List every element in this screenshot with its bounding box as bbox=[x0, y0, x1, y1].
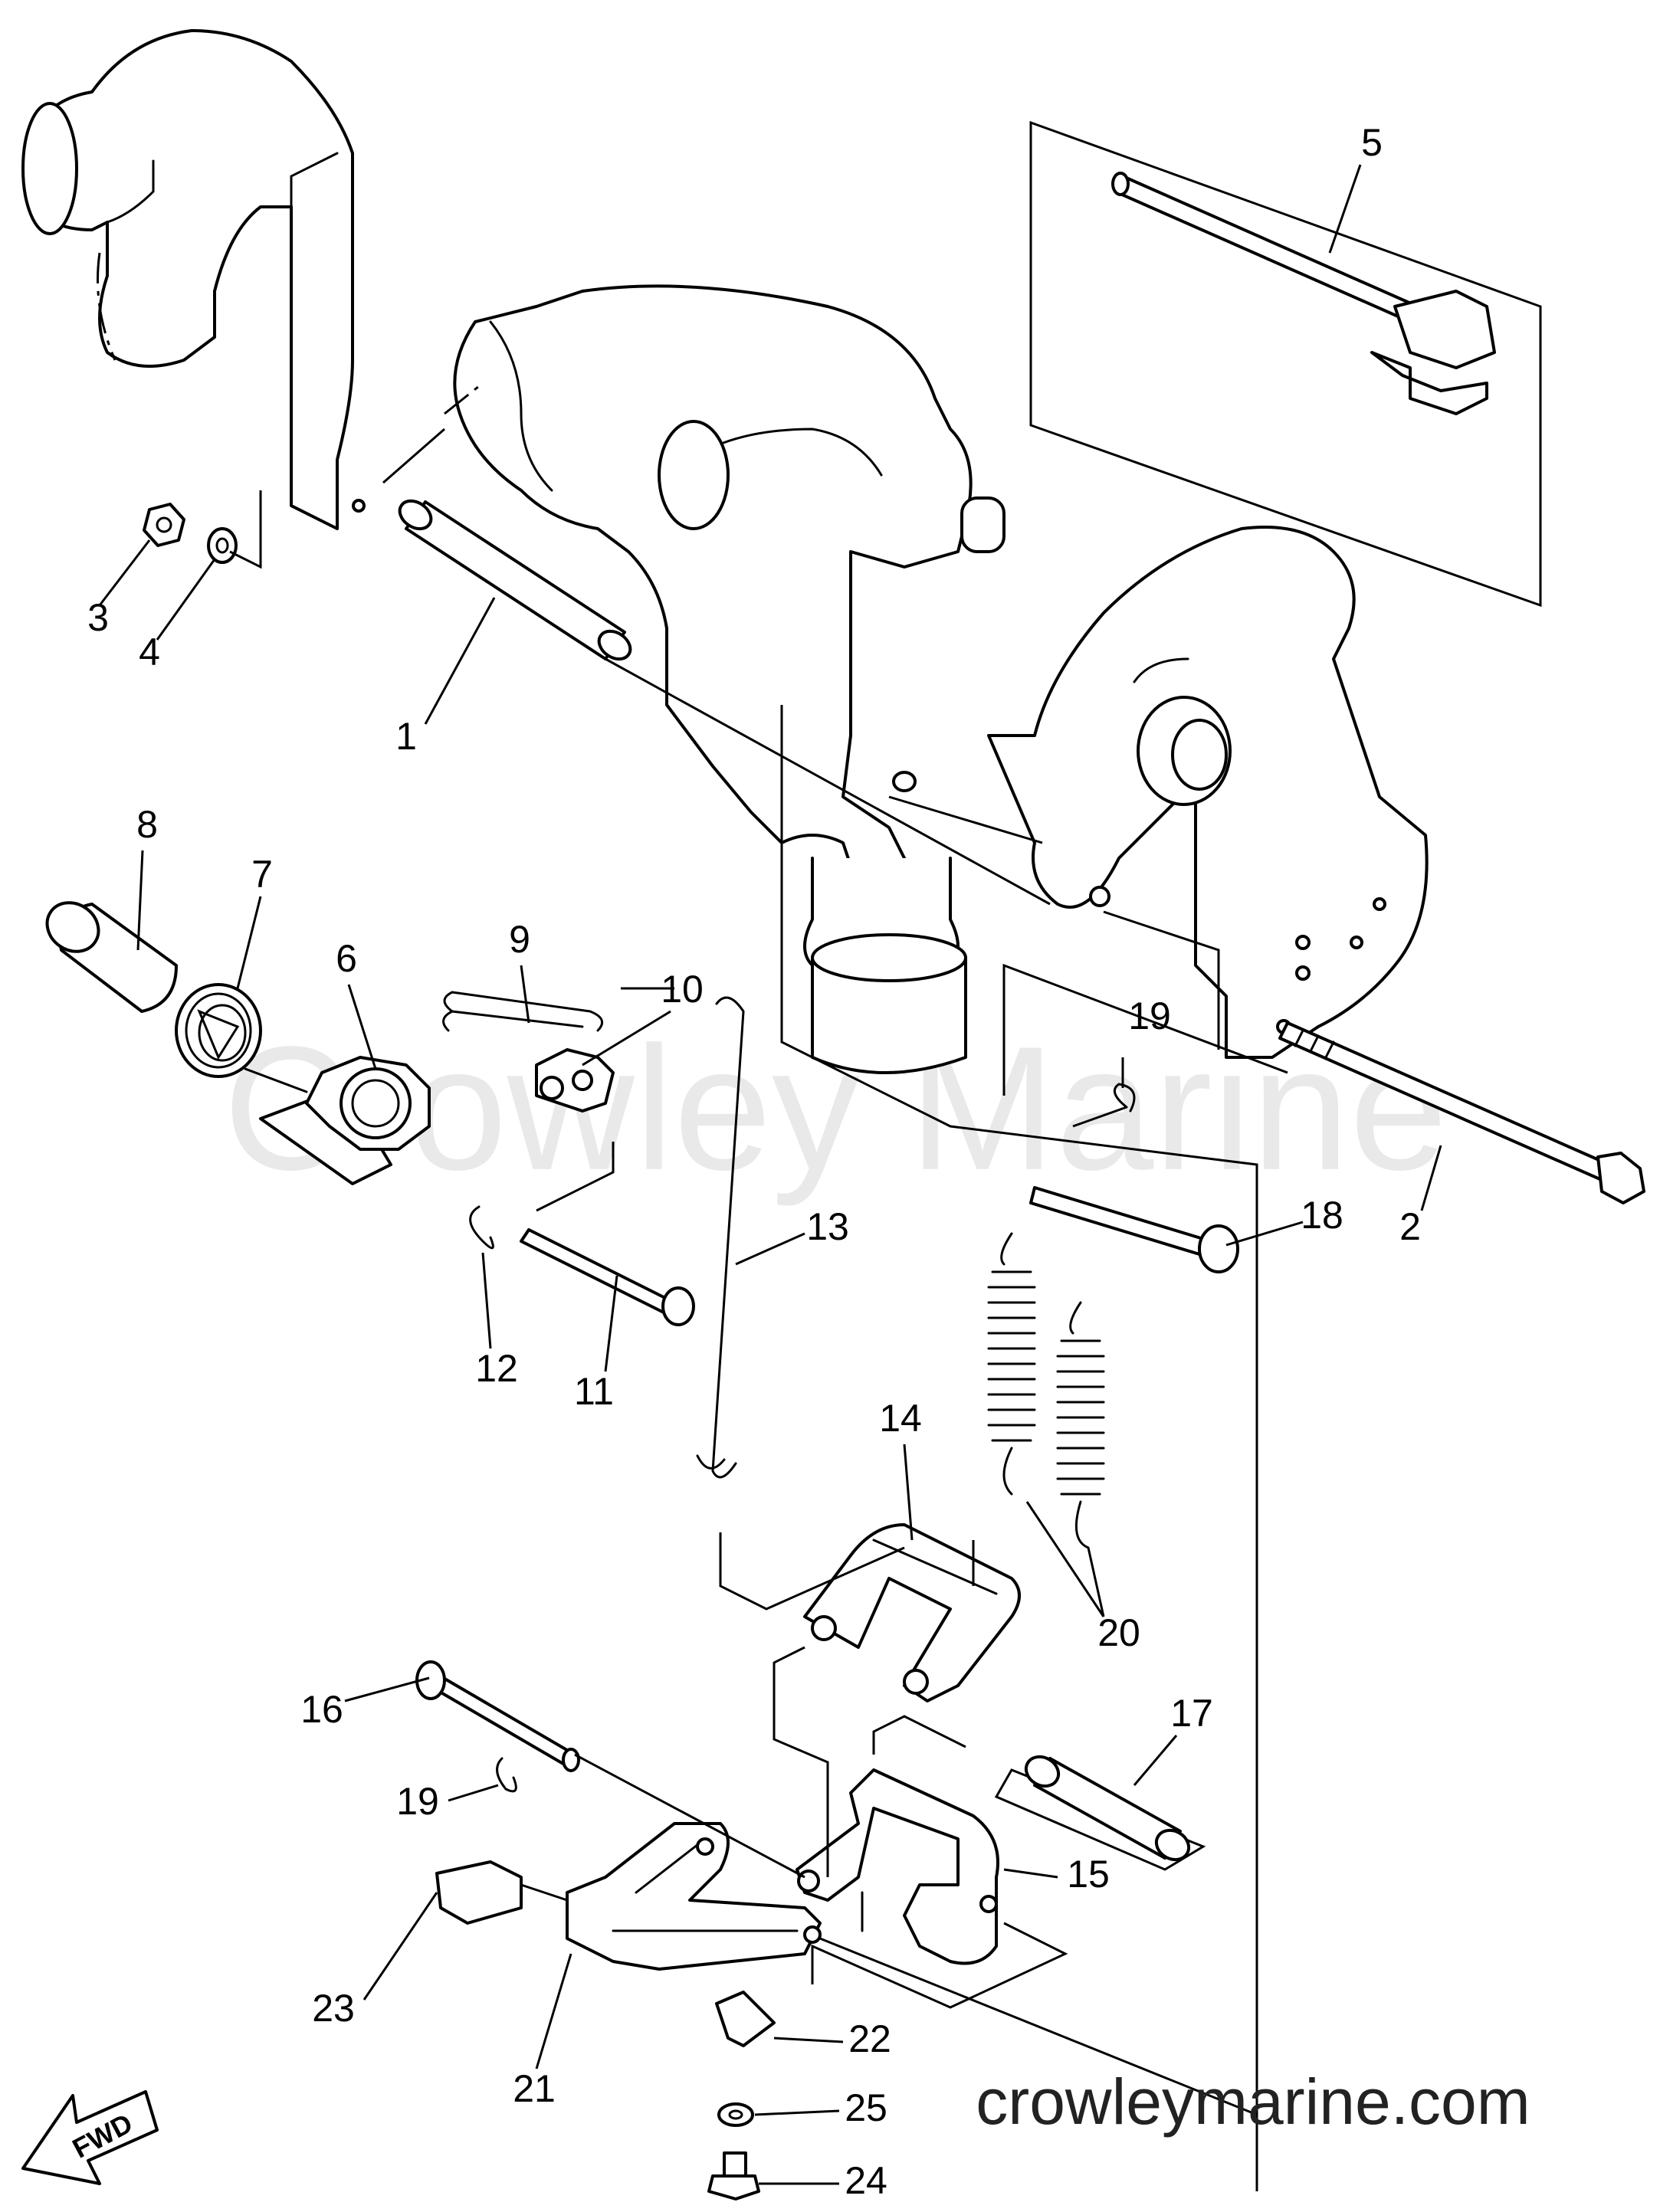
part-14-frame bbox=[803, 1523, 1021, 1702]
part-22-clip bbox=[715, 1991, 776, 2047]
callout-22: 22 bbox=[848, 2017, 891, 2060]
part-11-pin bbox=[520, 1228, 695, 1326]
part-17-tube bbox=[994, 1755, 1206, 1871]
callout-21: 21 bbox=[513, 2067, 556, 2110]
callout-labels: 3 4 1 5 8 7 6 9 10 13 11 12 14 15 16 17 … bbox=[87, 121, 1421, 2202]
website-text: crowleymarine.com bbox=[976, 2066, 1530, 2138]
part-19-clip-lower bbox=[496, 1757, 517, 1793]
part-21-tilt-lever bbox=[566, 1822, 822, 1971]
callout-8: 8 bbox=[136, 803, 158, 846]
leader-lines bbox=[98, 164, 1442, 2185]
part-25-washer bbox=[717, 2102, 754, 2127]
part-8-collar bbox=[45, 901, 178, 1013]
part-12-clip bbox=[469, 1205, 494, 1250]
part-9-spring bbox=[442, 991, 604, 1032]
part-23-grip bbox=[435, 1860, 523, 1925]
part-4-washer bbox=[207, 527, 238, 564]
callout-16: 16 bbox=[300, 1688, 343, 1731]
callout-11: 11 bbox=[574, 1370, 614, 1413]
part-2-bolt bbox=[1278, 1021, 1645, 1204]
callout-1: 1 bbox=[395, 715, 417, 758]
callout-3: 3 bbox=[87, 596, 109, 639]
part-13-link-rod bbox=[696, 996, 745, 1479]
callout-15: 15 bbox=[1067, 1853, 1110, 1896]
part-1-tilt-tube bbox=[398, 499, 632, 661]
callout-2: 2 bbox=[1399, 1205, 1421, 1248]
callout-9: 9 bbox=[509, 918, 530, 961]
callout-17: 17 bbox=[1170, 1692, 1213, 1735]
callout-7: 7 bbox=[251, 853, 273, 896]
part-10-bracket bbox=[535, 1048, 615, 1113]
part-20-springs bbox=[987, 1232, 1105, 1549]
part-24-screw bbox=[707, 2151, 760, 2201]
callout-19-upper: 19 bbox=[1128, 995, 1171, 1037]
assembly-lines bbox=[97, 252, 1288, 2191]
part-3-nut bbox=[143, 503, 185, 547]
callout-18: 18 bbox=[1301, 1194, 1343, 1237]
part-19-clip-upper bbox=[1113, 1083, 1136, 1113]
callout-24: 24 bbox=[845, 2159, 887, 2202]
callout-6: 6 bbox=[336, 937, 357, 980]
callout-23: 23 bbox=[312, 1987, 355, 2030]
callout-19-lower: 19 bbox=[396, 1780, 439, 1823]
part-5-tilt-rod bbox=[1029, 120, 1542, 608]
callout-4: 4 bbox=[139, 631, 160, 673]
part-7-torsion-spring bbox=[175, 983, 308, 1093]
clamp-bracket-right bbox=[987, 526, 1429, 1059]
callout-14: 14 bbox=[879, 1397, 922, 1440]
clamp-bracket-left bbox=[21, 29, 366, 530]
callout-13: 13 bbox=[806, 1205, 849, 1248]
forward-direction-arrow: FWD bbox=[21, 2090, 159, 2185]
callout-10: 10 bbox=[661, 968, 704, 1011]
callout-12: 12 bbox=[475, 1347, 518, 1390]
swivel-bracket bbox=[453, 284, 1006, 1074]
part-18-bolt bbox=[1029, 1186, 1239, 1273]
callout-20: 20 bbox=[1097, 1611, 1140, 1654]
part-16-pin bbox=[415, 1660, 580, 1772]
callout-5: 5 bbox=[1361, 121, 1383, 164]
part-6-tilt-lever bbox=[259, 1056, 431, 1185]
callout-25: 25 bbox=[845, 2086, 887, 2129]
